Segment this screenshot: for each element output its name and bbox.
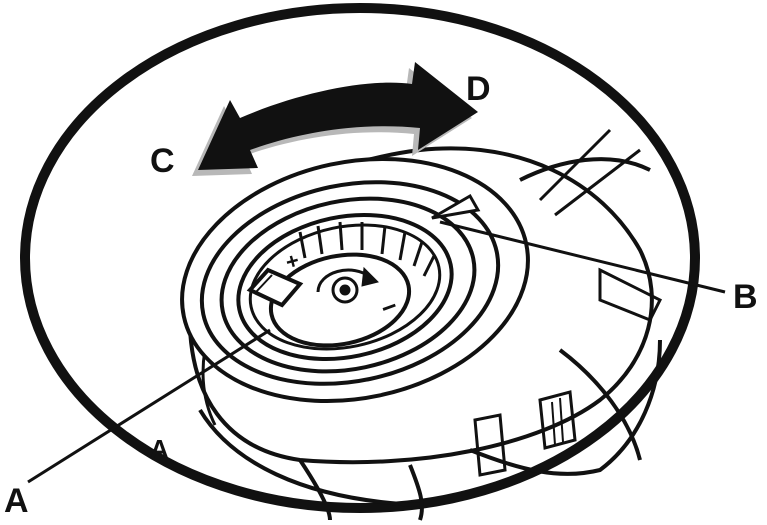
label-c: C [150, 142, 175, 180]
label-b: B [733, 278, 758, 316]
label-d: D [466, 70, 491, 108]
label-a: A [4, 482, 29, 520]
housing-marking: A [150, 434, 169, 464]
